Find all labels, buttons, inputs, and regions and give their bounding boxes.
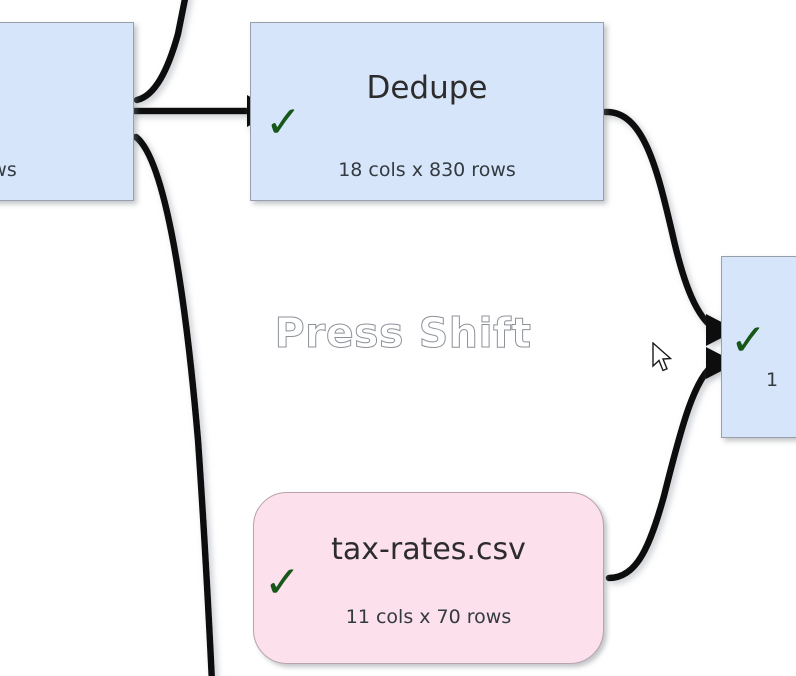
- dedupe-node-title: Dedupe: [366, 70, 488, 106]
- edge-upstream-to-offscreen-bottom: [132, 133, 215, 676]
- edge-dedupe-to-downstream: [601, 108, 720, 334]
- upstream-node[interactable]: x rows: [0, 22, 134, 201]
- upstream-node-subtitle: x rows: [0, 159, 17, 181]
- downstream-node-subtitle: 1: [766, 369, 779, 391]
- dedupe-node[interactable]: ✓ Dedupe 18 cols x 830 rows: [250, 22, 604, 201]
- check-icon: ✓: [264, 557, 301, 608]
- dedupe-node-subtitle: 18 cols x 830 rows: [338, 159, 516, 181]
- edge-upstream-to-offscreen-top: [133, 0, 189, 104]
- edge-taxrates-to-downstream: [605, 359, 720, 582]
- mouse-cursor: [652, 342, 673, 372]
- downstream-node[interactable]: ✓ 1: [721, 256, 796, 438]
- check-icon: ✓: [265, 97, 302, 148]
- check-icon: ✓: [730, 315, 767, 366]
- tax-rates-csv-node[interactable]: ✓ tax-rates.csv 11 cols x 70 rows: [253, 492, 604, 664]
- tax-rates-csv-node-subtitle: 11 cols x 70 rows: [345, 606, 512, 628]
- tax-rates-csv-node-title: tax-rates.csv: [331, 532, 526, 567]
- press-shift-hint: Press Shift: [274, 309, 532, 357]
